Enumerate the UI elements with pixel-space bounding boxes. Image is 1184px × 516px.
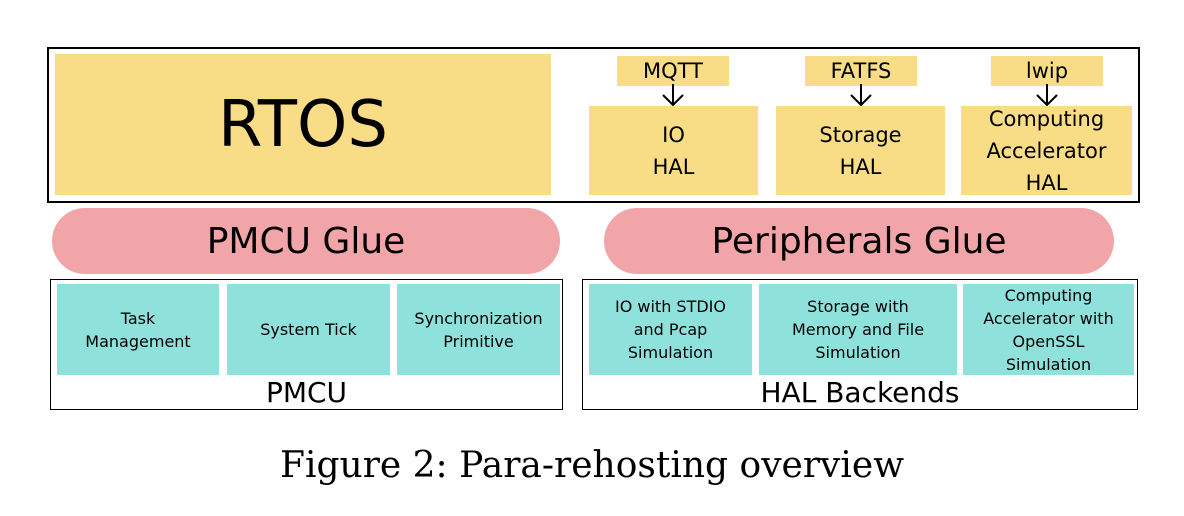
fatfs-box: FATFS [805, 56, 917, 86]
rtos-label: RTOS [218, 87, 388, 162]
pmcu-item: System Tick [227, 284, 390, 375]
mqtt-label: MQTT [643, 59, 703, 83]
computing-accelerator-hal-box: Computing Accelerator HAL [961, 106, 1132, 195]
pmcu-item: Synchronization Primitive [397, 284, 560, 375]
arrow-down-icon [662, 84, 684, 107]
io-hal-box: IO HAL [589, 106, 758, 195]
pmcu-item: Task Management [57, 284, 219, 375]
lwip-box: lwip [991, 56, 1103, 86]
storage-hal-box: Storage HAL [776, 106, 945, 195]
hal-backend-item-label: IO with STDIO and Pcap Simulation [615, 297, 726, 362]
hal-backend-item-label: Storage with Memory and File Simulation [791, 297, 925, 362]
fatfs-label: FATFS [830, 59, 892, 83]
figure-caption: Figure 2: Para-rehosting overview [279, 445, 905, 486]
mqtt-box: MQTT [617, 56, 729, 86]
arrow-down-icon [850, 84, 872, 107]
pmcu-label: PMCU [265, 376, 348, 409]
computing-accelerator-hal-label: Computing Accelerator HAL [986, 106, 1107, 195]
hal-backends-label: HAL Backends [760, 376, 960, 409]
hal-backend-item: IO with STDIO and Pcap Simulation [589, 284, 752, 375]
io-hal-label: IO HAL [652, 122, 695, 179]
hal-backend-item-label: Computing Accelerator with OpenSSL Simul… [983, 285, 1114, 374]
arrow-down-icon [1036, 84, 1058, 107]
peripherals-glue-label: Peripherals Glue [711, 220, 1007, 262]
pmcu-item-label: System Tick [260, 320, 357, 339]
pmcu-glue-label: PMCU Glue [206, 220, 406, 262]
peripherals-glue: Peripherals Glue [604, 208, 1114, 274]
pmcu-item-label: Synchronization Primitive [414, 308, 543, 351]
hal-backend-item: Computing Accelerator with OpenSSL Simul… [963, 284, 1134, 375]
storage-hal-label: Storage HAL [819, 122, 902, 179]
pmcu-item-label: Task Management [85, 308, 191, 351]
pmcu-glue: PMCU Glue [52, 208, 560, 274]
hal-backend-item: Storage with Memory and File Simulation [759, 284, 957, 375]
rtos-block: RTOS [55, 54, 551, 195]
lwip-label: lwip [1025, 59, 1069, 83]
